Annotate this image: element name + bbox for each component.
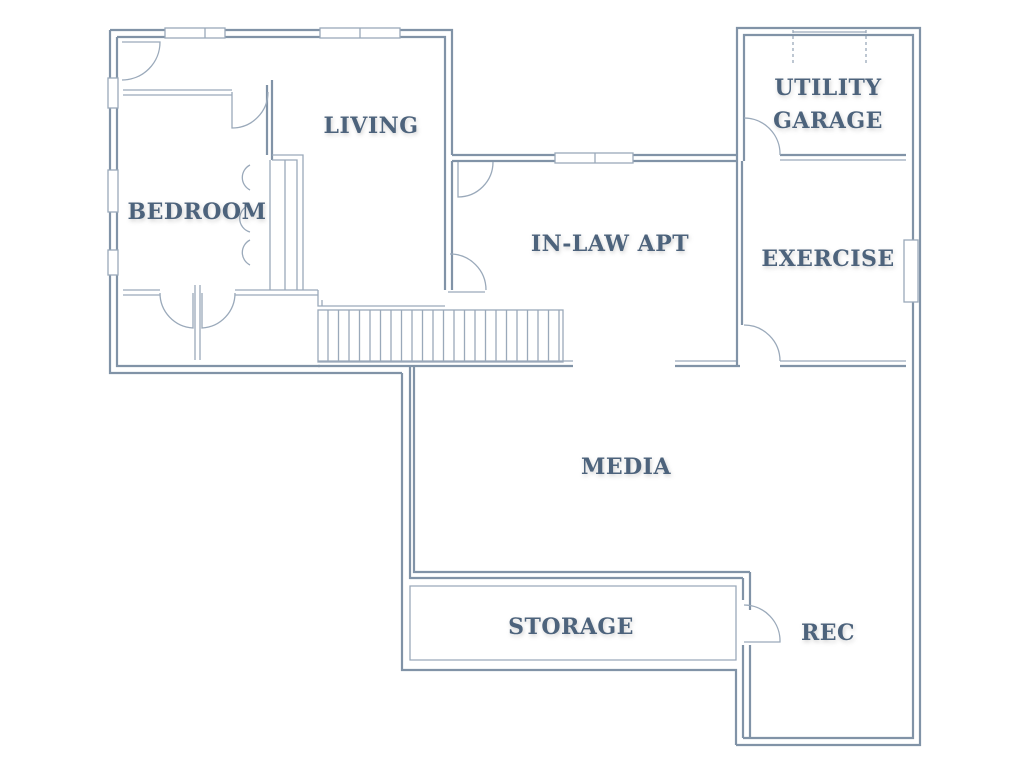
room-label-garage: GARAGE <box>773 108 883 134</box>
exterior-walls <box>108 26 922 747</box>
room-labels: LIVING BEDROOM IN-LAW APT UTILITY GARAGE… <box>128 75 895 646</box>
room-label-storage: STORAGE <box>508 614 634 640</box>
room-label-living: LIVING <box>323 113 418 139</box>
room-label-inlaw-apt: IN-LAW APT <box>531 231 689 257</box>
room-label-bedroom: BEDROOM <box>128 199 267 225</box>
interior-walls <box>107 27 919 661</box>
room-label-media: MEDIA <box>581 454 671 480</box>
room-label-exercise: EXERCISE <box>761 246 894 272</box>
room-label-rec: REC <box>801 620 855 646</box>
room-label-utility: UTILITY <box>774 75 881 101</box>
staircase <box>317 309 564 363</box>
doors <box>121 41 781 643</box>
